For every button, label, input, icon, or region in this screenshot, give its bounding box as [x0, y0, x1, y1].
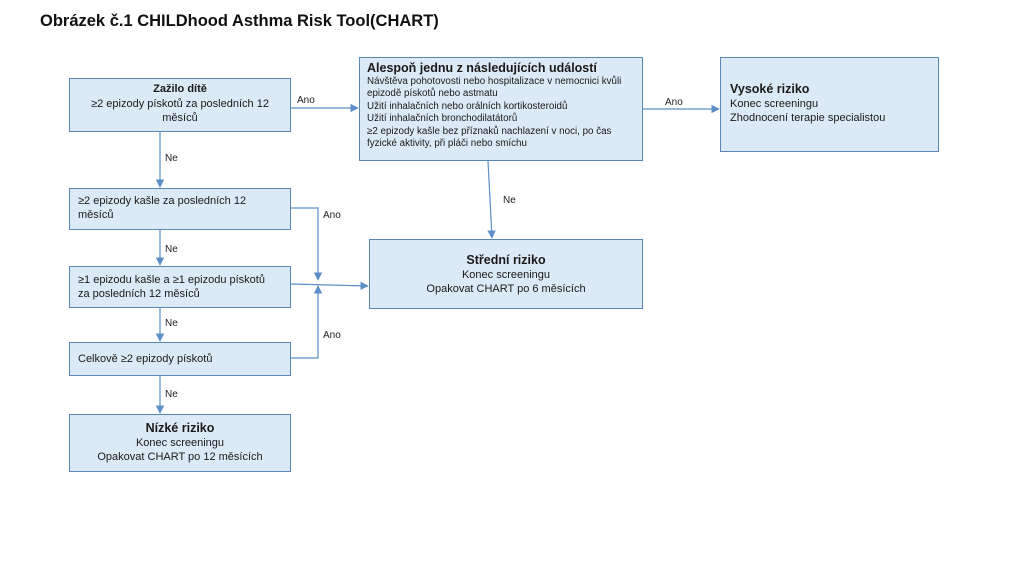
- box-kasle-piskot-line: ≥1 epizodu kašle a ≥1 epizodu pískotů: [78, 274, 265, 286]
- label-ne-kasle: Ne: [165, 244, 178, 255]
- box-zazilo-line: ≥2 epizody pískotů za posledních 12: [91, 98, 269, 110]
- box-zazilo-dite: Zažilo dítě ≥2 epizody pískotů za posled…: [69, 78, 291, 132]
- box-udalost-line: ≥2 epizody kašle bez příznaků nachlazení…: [367, 125, 612, 137]
- box-nizke-riziko: Nízké riziko Konec screeningu Opakovat C…: [69, 414, 291, 472]
- label-ano-kasle: Ano: [323, 210, 341, 221]
- box-nizke-head: Nízké riziko: [145, 421, 215, 435]
- box-udalost-line: epizodě pískotů nebo astmatu: [367, 88, 498, 99]
- box-udalost-line: Užití inhalačních nebo orálních kortikos…: [367, 100, 568, 112]
- label-ne-celkove: Ne: [165, 389, 178, 400]
- box-stredni-riziko: Střední riziko Konec screeningu Opakovat…: [369, 239, 643, 309]
- box-zazilo-head: Zažilo dítě: [153, 83, 207, 95]
- box-kasle-line: ≥2 epizody kašle za posledních 12: [78, 195, 247, 207]
- box-udalost-line: fyzické aktivity, při pláči nebo smíchu: [367, 138, 527, 149]
- arrow-udalost-stredni: [487, 160, 496, 239]
- box-stredni-head: Střední riziko: [466, 253, 546, 267]
- box-vysoke-line: Zhodnocení terapie specialistou: [730, 112, 886, 124]
- box-vysoke-riziko: Vysoké riziko Konec screeningu Zhodnocen…: [720, 57, 939, 152]
- box-udalost-head: Alespoň jednu z následujících událostí: [367, 61, 597, 75]
- box-stredni-line: Konec screeningu: [461, 269, 551, 281]
- box-vysoke-line: Konec screeningu: [730, 98, 819, 110]
- label-ne-kaslepiskot: Ne: [165, 318, 178, 329]
- arrow-kaslepiskot-stredni: [290, 281, 369, 291]
- box-udalosti: Alespoň jednu z následujících událostí N…: [359, 57, 643, 161]
- box-nizke-line: Konec screeningu: [135, 437, 225, 449]
- box-stredni-line: Opakovat CHART po 6 měsících: [426, 283, 586, 295]
- box-kasle: ≥2 epizody kašle za posledních 12 měsíců: [69, 188, 291, 230]
- label-ano-celkove: Ano: [323, 330, 341, 341]
- box-kasle-piskot: ≥1 epizodu kašle a ≥1 epizodu pískotů za…: [69, 266, 291, 308]
- box-zazilo-line: měsíců: [162, 112, 198, 124]
- box-vysoke-head: Vysoké riziko: [730, 82, 810, 96]
- arrow-kasle-merge: [291, 207, 323, 281]
- page-title: Obrázek č.1 CHILDhood Asthma Risk Tool(C…: [40, 12, 439, 30]
- box-udalost-line: Návštěva pohotovosti nebo hospitalizace …: [367, 75, 622, 87]
- box-kasle-piskot-line: za posledních 12 měsíců: [78, 288, 200, 300]
- box-kasle-line: měsíců: [78, 209, 114, 221]
- label-ano-zazilo: Ano: [297, 95, 315, 106]
- arrow-celkove-merge: [291, 285, 323, 359]
- label-ne-udalost: Ne: [503, 195, 516, 206]
- box-nizke-line: Opakovat CHART po 12 měsících: [97, 451, 263, 463]
- box-celkove-line: Celkově ≥2 epizody pískotů: [78, 353, 213, 365]
- label-ne-zazilo: Ne: [165, 153, 178, 164]
- box-celkove: Celkově ≥2 epizody pískotů: [69, 342, 291, 376]
- box-udalost-line: Užití inhalačních bronchodilatátorů: [367, 113, 518, 124]
- label-ano-udalost: Ano: [665, 97, 683, 108]
